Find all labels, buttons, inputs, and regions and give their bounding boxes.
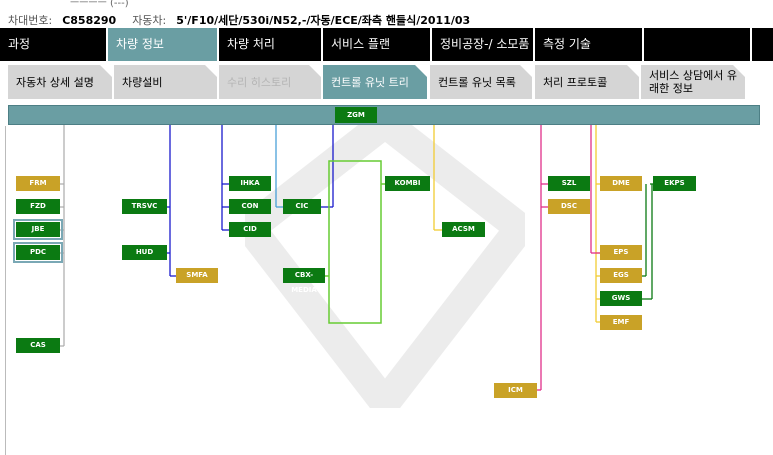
- ecu-dsc[interactable]: DSC: [548, 199, 590, 214]
- menu-tab-empty-1[interactable]: [644, 28, 750, 61]
- ecu-frm[interactable]: FRM: [16, 176, 60, 191]
- ecu-cic[interactable]: CIC: [283, 199, 321, 214]
- ecu-smfa[interactable]: SMFA: [176, 268, 218, 283]
- ecu-gws[interactable]: GWS: [600, 291, 642, 306]
- ecu-ekps[interactable]: EKPS: [653, 176, 696, 191]
- bus-local-green: [642, 183, 653, 300]
- cut-off-header-text: ㅡㅡㅡㅡ (---): [70, 0, 129, 9]
- ecu-zgm[interactable]: ZGM: [335, 107, 377, 123]
- ecu-dme[interactable]: DME: [600, 176, 642, 191]
- menu-tab-vehicle-info[interactable]: 차량 정보: [108, 28, 217, 61]
- zgm-bus-bar: [8, 105, 760, 125]
- bus-pink-2: [590, 125, 600, 254]
- ecu-jbe[interactable]: JBE: [13, 219, 63, 240]
- ecu-trsvc[interactable]: TRSVC: [122, 199, 167, 214]
- bus-lightblue: [275, 125, 283, 208]
- watermark-logo: [245, 118, 525, 408]
- subtab-control-unit-tree[interactable]: 컨트롤 유닛 트리: [323, 65, 427, 99]
- subtab-repair-history: 수리 히스토리: [219, 65, 321, 99]
- subtab-vehicle-description[interactable]: 자동차 상세 설명: [8, 65, 112, 99]
- vin-value: C858290: [62, 14, 117, 27]
- ecu-eps[interactable]: EPS: [600, 245, 642, 260]
- vehicle-label: 자동차:: [132, 14, 167, 27]
- ecu-con[interactable]: CON: [229, 199, 271, 214]
- vehicle-value: 5'/F10/세단/530i/N52,-/자동/ECE/좌측 핸들식/2011/…: [176, 14, 471, 27]
- ecu-hud[interactable]: HUD: [122, 245, 167, 260]
- menu-tab-empty-2[interactable]: [752, 28, 773, 61]
- ecu-fzd[interactable]: FZD: [16, 199, 60, 214]
- subtab-vehicle-equipment[interactable]: 차량설비: [114, 65, 217, 99]
- bus-pink: [537, 125, 548, 391]
- subtab-control-unit-list[interactable]: 컨트롤 유닛 목록: [430, 65, 532, 99]
- vehicle-info-bar: 차대번호: C858290 자동차: 5'/F10/세단/530i/N52,-/자동/…: [8, 12, 471, 27]
- bus-blue-3: [321, 125, 334, 208]
- bus-blue-1: [167, 125, 176, 277]
- bus-most-ring: [325, 160, 385, 324]
- ecu-cid[interactable]: CID: [229, 222, 271, 237]
- vin-label: 차대번호:: [8, 14, 53, 27]
- subtab-service-consult-info[interactable]: 서비스 상담에서 유래한 정보: [641, 65, 745, 99]
- ecu-cas[interactable]: CAS: [16, 338, 60, 353]
- ecu-ihka[interactable]: IHKA: [229, 176, 271, 191]
- main-menu: 과정 차량 정보 차량 처리 서비스 플랜 정비공장-/ 소모품 측정 기술: [0, 28, 773, 62]
- ecu-emf[interactable]: EMF: [600, 315, 642, 330]
- ecu-acsm[interactable]: ACSM: [442, 222, 485, 237]
- bus-blue-2: [221, 125, 229, 231]
- menu-tab-workshop-consumables[interactable]: 정비공장-/ 소모품: [432, 28, 533, 61]
- menu-tab-process[interactable]: 과정: [0, 28, 106, 61]
- menu-tab-measurement[interactable]: 측정 기술: [535, 28, 642, 61]
- bus-yellow-1: [433, 125, 442, 231]
- diagram-left-border: [5, 126, 6, 455]
- ecu-cbx-media[interactable]: CBX-MEDIA: [283, 268, 325, 294]
- menu-tab-vehicle-processing[interactable]: 차량 처리: [219, 28, 321, 61]
- menu-tab-service-plan[interactable]: 서비스 플랜: [323, 28, 430, 61]
- ecu-egs[interactable]: EGS: [600, 268, 642, 283]
- bus-gray: [60, 125, 65, 347]
- ecu-kombi[interactable]: KOMBI: [385, 176, 430, 191]
- ecu-szl[interactable]: SZL: [548, 176, 590, 191]
- ecu-pdc[interactable]: PDC: [13, 242, 63, 263]
- subtab-processing-protocol[interactable]: 처리 프로토콜: [535, 65, 639, 99]
- ecu-icm[interactable]: ICM: [494, 383, 537, 398]
